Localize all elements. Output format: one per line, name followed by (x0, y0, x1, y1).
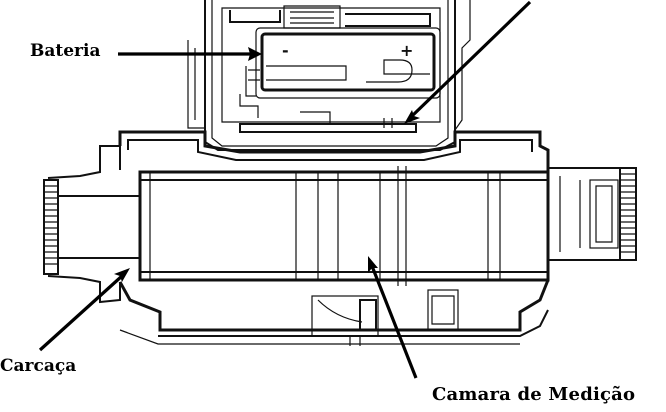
arrow-camara-head (368, 256, 378, 273)
arrow-camara (370, 265, 418, 379)
electronics-housing (187, 0, 471, 151)
battery: - + (239, 27, 441, 118)
measuring-chamber (138, 166, 550, 286)
casing (47, 130, 550, 346)
leader-arrows (38, 0, 532, 379)
arrow-carcaca-head (114, 268, 130, 282)
inlet-thread (43, 179, 140, 275)
label-camara-de-medicao: Camara de Medição (432, 384, 636, 405)
battery-minus-sign: - (282, 41, 289, 60)
arrow-board-head (404, 110, 420, 124)
arrow-board (410, 0, 532, 118)
label-bateria: Bateria (30, 41, 101, 61)
battery-plus-sign: + (400, 41, 413, 60)
arrow-carcaca (38, 274, 124, 352)
circuit-board (239, 111, 417, 133)
outlet-thread (548, 167, 637, 261)
arrow-bateria-head (248, 47, 262, 61)
sensor-assembly (311, 289, 459, 337)
label-carcaca: Carcaça (0, 356, 77, 376)
